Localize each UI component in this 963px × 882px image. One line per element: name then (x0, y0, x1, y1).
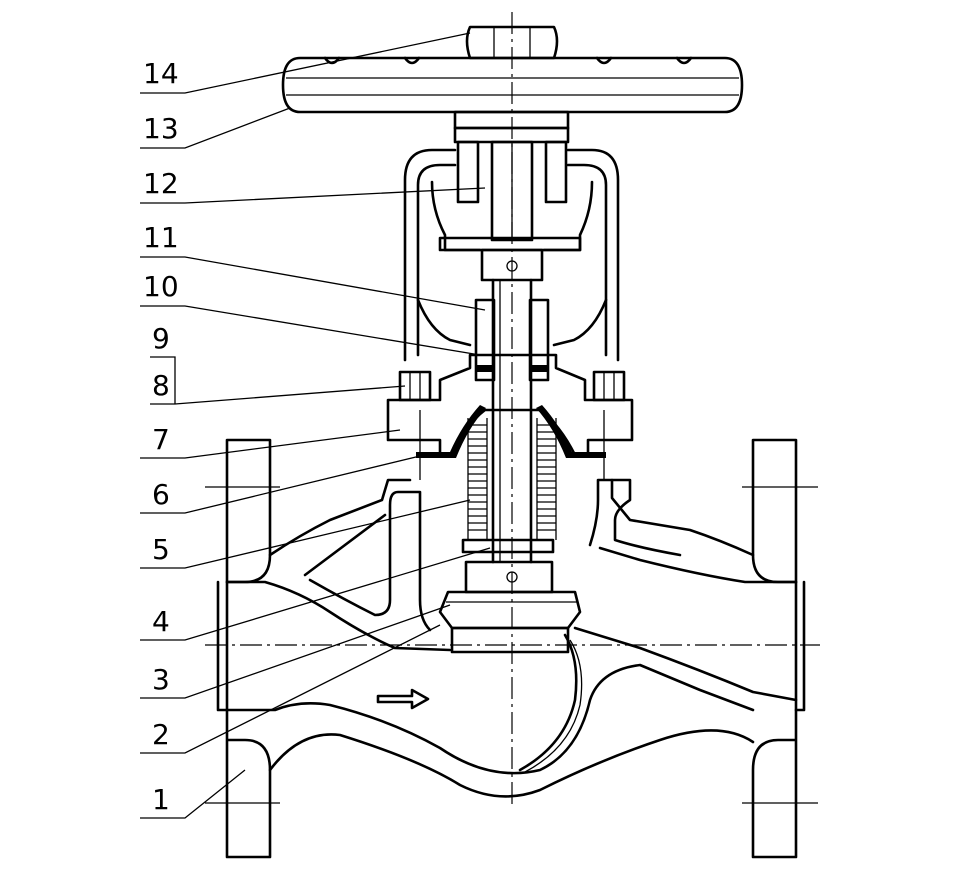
handwheel-nut (465, 25, 559, 60)
callout-10: 10 (143, 270, 179, 303)
callout-4: 4 (152, 605, 170, 638)
gland-packing (474, 248, 550, 382)
stem-nut (453, 126, 570, 242)
callout-1: 1 (152, 783, 170, 816)
bracket-9-8 (150, 356, 176, 404)
yoke (403, 148, 620, 362)
callout-12: 12 (143, 167, 179, 200)
callout-11: 11 (143, 221, 179, 254)
callout-5: 5 (152, 533, 170, 566)
left-flange (205, 438, 280, 859)
callout-3: 3 (152, 663, 170, 696)
callout-9: 9 (152, 322, 170, 355)
leader-14 (140, 32, 471, 94)
callout-8: 8 (152, 369, 170, 402)
leader-13 (140, 107, 291, 149)
leader-7 (140, 429, 401, 459)
callout-13: 13 (143, 112, 179, 145)
leader-1 (140, 769, 246, 819)
callout-2: 2 (152, 718, 170, 751)
callout-leaders (140, 32, 491, 819)
bellows (461, 418, 557, 554)
leader-3 (140, 604, 451, 699)
valve-disc (438, 560, 582, 654)
callout-7: 7 (152, 423, 170, 456)
leader-12 (140, 187, 486, 204)
valve-body (225, 478, 798, 798)
leader-8-9 (150, 385, 406, 405)
leader-11 (140, 256, 486, 311)
handwheel (281, 56, 744, 130)
callout-14: 14 (143, 57, 179, 90)
leader-2 (140, 624, 441, 754)
leader-5 (140, 499, 471, 569)
bonnet (386, 353, 634, 480)
leader-4 (140, 547, 491, 641)
callout-labels: 14 13 12 11 10 9 8 7 6 5 4 3 2 1 (143, 57, 179, 816)
leader-10 (140, 305, 481, 356)
callout-6: 6 (152, 478, 170, 511)
leader-6 (140, 455, 421, 514)
right-flange (742, 438, 818, 859)
flow-direction-arrow-icon (376, 688, 430, 710)
